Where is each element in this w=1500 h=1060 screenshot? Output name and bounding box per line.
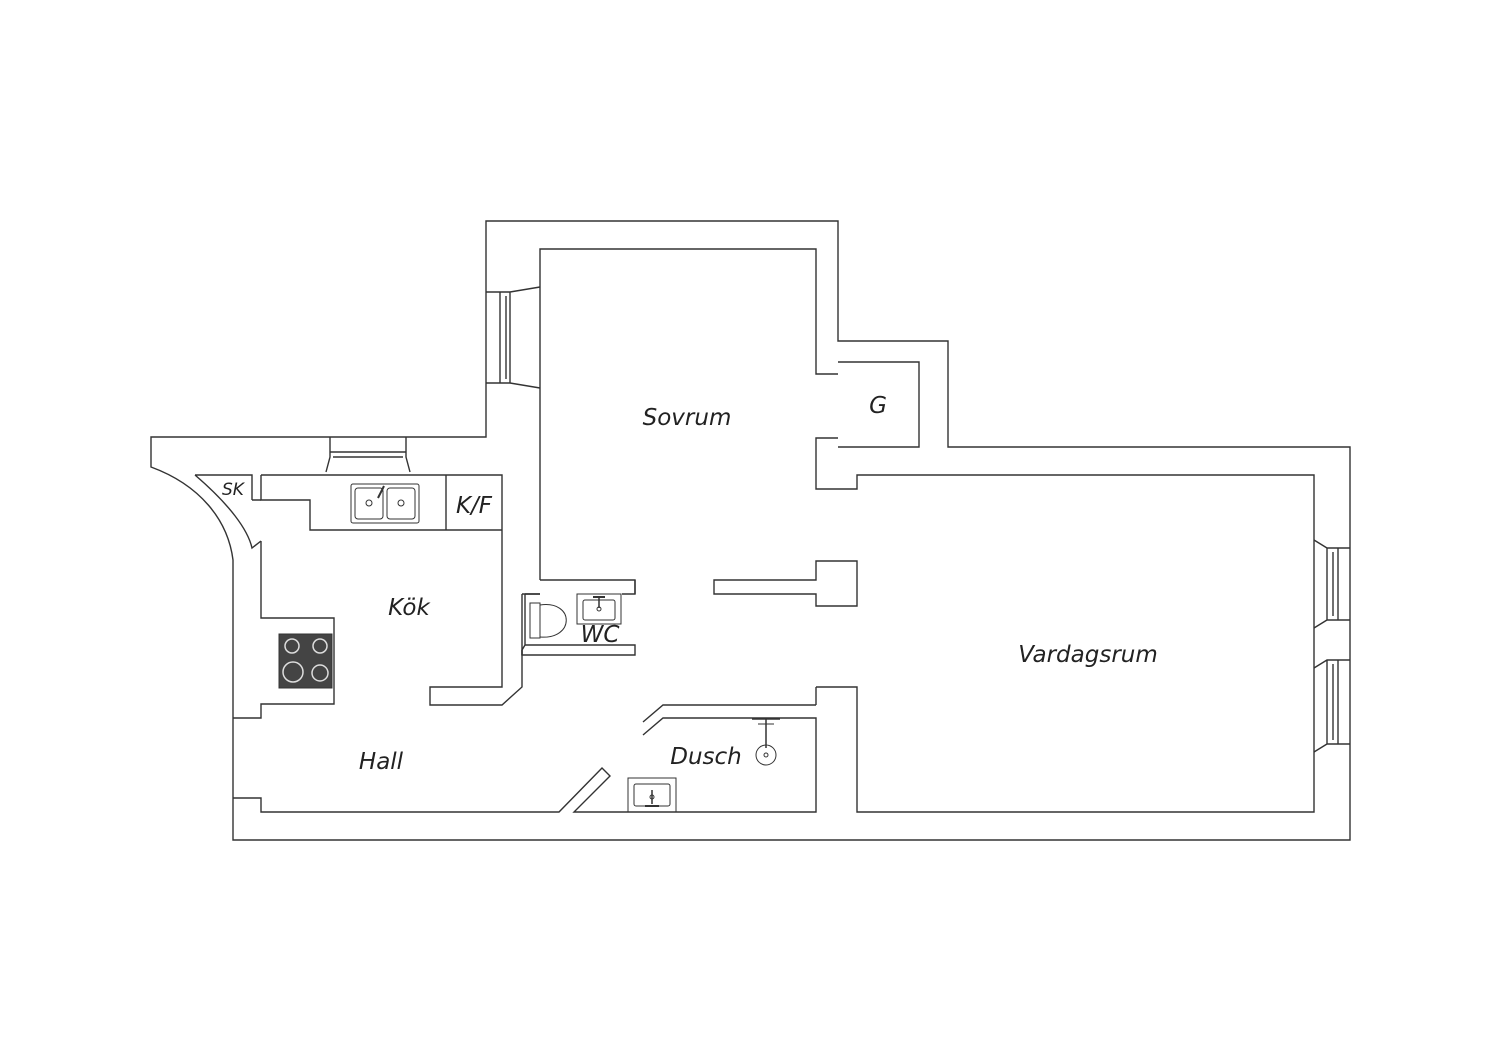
room-label-kf: K/F <box>456 493 493 519</box>
window-vardagsrum-upper <box>1313 539 1350 629</box>
dusch-wall <box>233 704 817 813</box>
outer-wall-outline <box>150 220 1351 841</box>
wc-sink-icon <box>576 593 622 625</box>
toilet-icon <box>529 602 567 639</box>
central-wall-stub <box>713 560 858 607</box>
window-kok <box>325 437 411 473</box>
kitchen-counter-inner <box>260 475 502 531</box>
shower-icon <box>752 718 780 766</box>
sovrum-inner-wall <box>539 248 838 580</box>
room-label-dusch: Dusch <box>670 744 742 770</box>
room-label-hall: Hall <box>359 749 404 775</box>
kitchen-counter-top <box>261 474 523 706</box>
room-label-wc: WC <box>581 622 620 648</box>
room-label-sovrum: Sovrum <box>643 405 732 431</box>
room-label-vardagsrum: Vardagsrum <box>1018 642 1158 668</box>
kitchen-sink-icon <box>350 483 420 524</box>
stove-icon <box>278 633 333 689</box>
sk-closet-door <box>194 474 262 550</box>
window-sovrum <box>486 286 541 389</box>
room-label-g: G <box>869 393 887 419</box>
sovrum-right-wall-lower <box>815 437 1315 813</box>
kitchen-left-wall <box>233 499 335 719</box>
wc-outer <box>521 593 540 655</box>
room-label-sk: SK <box>222 480 246 500</box>
sovrum-wc-wall <box>540 579 636 595</box>
room-label-kok: Kök <box>388 595 431 621</box>
wardrobe-g-wall <box>838 361 920 448</box>
window-vardagsrum-lower <box>1313 659 1350 753</box>
dusch-sink-icon <box>627 777 677 813</box>
